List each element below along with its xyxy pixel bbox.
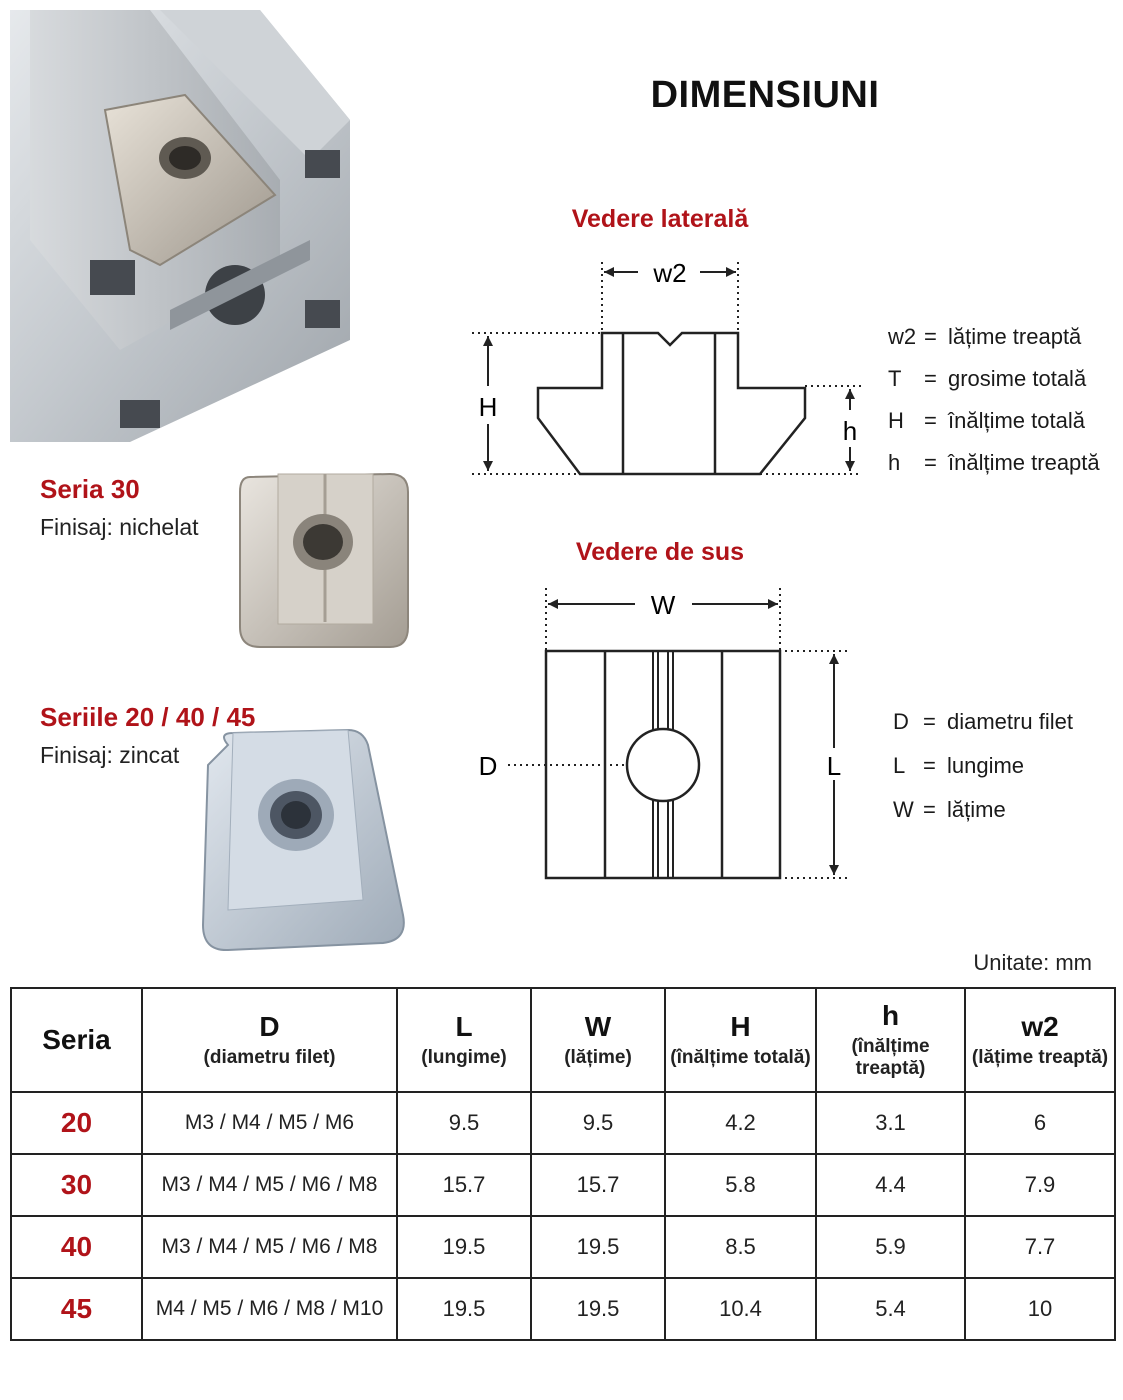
- legend-description: înălțime treaptă: [948, 450, 1100, 475]
- cell-H: 4.2: [664, 1091, 817, 1155]
- w2-dimension-label: w2: [652, 258, 686, 288]
- legend-description: lățime treaptă: [948, 324, 1082, 349]
- unit-label: Unitate: mm: [973, 950, 1092, 975]
- nut-nickel-image: [239, 472, 409, 648]
- legend-row: W=lățime: [893, 788, 1073, 832]
- legend-row: D=diametru filet: [893, 700, 1073, 744]
- cell-seria: 40: [10, 1215, 143, 1279]
- legend-symbol: h: [888, 450, 901, 475]
- cell-W: 9.5: [530, 1091, 666, 1155]
- cell-w2: 7.7: [964, 1215, 1116, 1279]
- cell-seria: 45: [10, 1277, 143, 1341]
- legend-row: T=grosime totală: [888, 358, 1100, 400]
- cell-L: 9.5: [396, 1091, 532, 1155]
- D-dimension-label: D: [479, 751, 498, 781]
- header-W: W(lățime): [530, 987, 666, 1093]
- cell-L: 19.5: [396, 1277, 532, 1341]
- legend-row: w2=lățime treaptă: [888, 316, 1100, 358]
- cell-D: M3 / M4 / M5 / M6 / M8: [141, 1153, 398, 1217]
- cell-h: 5.9: [815, 1215, 966, 1279]
- nut-zinc-image: [201, 728, 405, 952]
- header-h: h(înălțime treaptă): [815, 987, 966, 1093]
- table-header-row: Seria D(diametru filet) L(lungime) W(lăț…: [10, 987, 1116, 1093]
- legend-description: lungime: [947, 753, 1025, 778]
- header-H: H(înălțime totală): [664, 987, 817, 1093]
- nut-top-outline: [544, 649, 782, 880]
- legend-description: înălțime totală: [948, 408, 1085, 433]
- series-20-40-45-title: Seriile 20 / 40 / 45: [40, 702, 256, 732]
- top-view-title: Vedere de sus: [575, 538, 745, 566]
- cell-H: 5.8: [664, 1153, 817, 1217]
- table-row: 20 M3 / M4 / M5 / M6 9.5 9.5 4.2 3.1 6: [10, 1091, 1116, 1155]
- side-view-legend: w2=lățime treaptă T=grosime totală H=înă…: [888, 316, 1100, 484]
- dimensions-table: Seria D(diametru filet) L(lungime) W(lăț…: [10, 987, 1116, 1341]
- cell-W: 15.7: [530, 1153, 666, 1217]
- side-view-title: Vedere laterală: [571, 205, 749, 233]
- W-dimension-label: W: [651, 590, 676, 620]
- cell-D: M3 / M4 / M5 / M6: [141, 1091, 398, 1155]
- table-row: 30 M3 / M4 / M5 / M6 / M8 15.7 15.7 5.8 …: [10, 1153, 1116, 1217]
- cell-w2: 10: [964, 1277, 1116, 1341]
- header-L: L(lungime): [396, 987, 532, 1093]
- cell-D: M4 / M5 / M6 / M8 / M10: [141, 1277, 398, 1341]
- table-row: 40 M3 / M4 / M5 / M6 / M8 19.5 19.5 8.5 …: [10, 1215, 1116, 1279]
- cell-seria: 20: [10, 1091, 143, 1155]
- cell-w2: 7.9: [964, 1153, 1116, 1217]
- series-30-finish: Finisaj: nichelat: [40, 514, 199, 540]
- side-view-diagram: w2 H h: [472, 258, 862, 476]
- series-30-title: Seria 30: [40, 474, 140, 504]
- top-view-diagram: W L D: [479, 588, 850, 880]
- legend-symbol: w2: [888, 324, 917, 349]
- nut-side-profile: [536, 331, 807, 476]
- header-seria: Seria: [10, 987, 143, 1093]
- cell-h: 3.1: [815, 1091, 966, 1155]
- legend-symbol: D: [893, 709, 909, 734]
- aluminium-profile-image: [10, 10, 350, 442]
- page-title: DIMENSIUNI: [650, 74, 880, 116]
- legend-symbol: L: [893, 753, 906, 778]
- cell-h: 4.4: [815, 1153, 966, 1217]
- cell-w2: 6: [964, 1091, 1116, 1155]
- legend-row: L=lungime: [893, 744, 1073, 788]
- cell-h: 5.4: [815, 1277, 966, 1341]
- legend-row: h=înălțime treaptă: [888, 442, 1100, 484]
- cell-L: 15.7: [396, 1153, 532, 1217]
- thread-hole: [625, 727, 701, 803]
- cell-H: 8.5: [664, 1215, 817, 1279]
- cell-W: 19.5: [530, 1215, 666, 1279]
- cell-L: 19.5: [396, 1215, 532, 1279]
- legend-symbol: H: [888, 408, 904, 433]
- L-dimension-label: L: [827, 751, 841, 781]
- legend-description: diametru filet: [947, 709, 1073, 734]
- cell-D: M3 / M4 / M5 / M6 / M8: [141, 1215, 398, 1279]
- cell-H: 10.4: [664, 1277, 817, 1341]
- header-D: D(diametru filet): [141, 987, 398, 1093]
- H-dimension-label: H: [479, 392, 498, 422]
- legend-symbol: W: [893, 797, 914, 822]
- h-dimension-label: h: [843, 416, 857, 446]
- header-w2: w2(lățime treaptă): [964, 987, 1116, 1093]
- legend-description: lățime: [947, 797, 1006, 822]
- legend-description: grosime totală: [948, 366, 1087, 391]
- top-view-legend: D=diametru filet L=lungime W=lățime: [893, 700, 1073, 832]
- legend-symbol: T: [888, 366, 902, 391]
- cell-seria: 30: [10, 1153, 143, 1217]
- cell-W: 19.5: [530, 1277, 666, 1341]
- legend-row: H=înălțime totală: [888, 400, 1100, 442]
- series-20-40-45-finish: Finisaj: zincat: [40, 742, 180, 768]
- table-row: 45 M4 / M5 / M6 / M8 / M10 19.5 19.5 10.…: [10, 1277, 1116, 1341]
